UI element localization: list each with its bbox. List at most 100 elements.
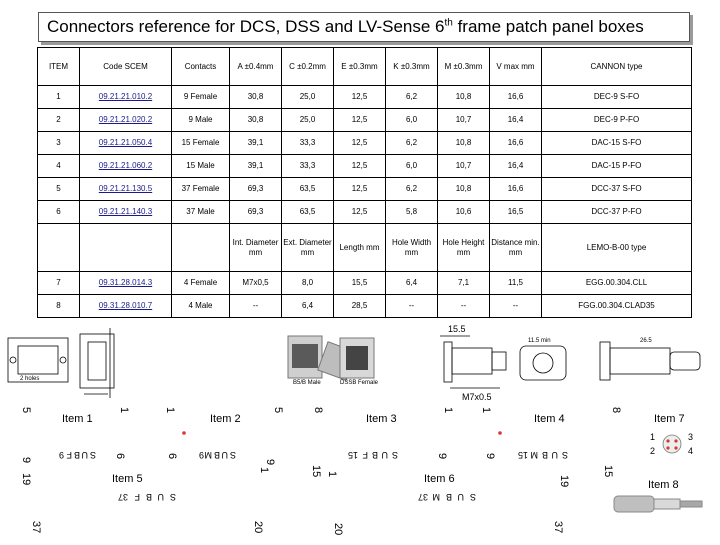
table-cell: 16,4 xyxy=(489,108,542,132)
svg-text:37: 37 xyxy=(118,492,128,502)
item-2-label: Item 2 xyxy=(210,413,241,425)
table-cell: 6,4 xyxy=(385,271,438,295)
table-cell: 6,0 xyxy=(385,154,438,178)
item-7-label: Item 7 xyxy=(654,413,685,425)
svg-text:15: 15 xyxy=(348,450,358,460)
item-3-pin-9: 9 xyxy=(436,453,448,459)
code-scem-cell: 09.21.21.130.5 xyxy=(79,177,172,201)
table-cell: 9 Male xyxy=(171,108,230,132)
table-cell: 39,1 xyxy=(229,154,282,178)
table-cell: 5 xyxy=(37,177,80,201)
item-4-pin-1: 1 xyxy=(480,407,492,413)
code-scem-cell: 09.21.21.010.2 xyxy=(79,85,172,109)
table-cell: DCC-37 P-FO xyxy=(541,200,692,224)
item-2-pin-1: 1 xyxy=(164,407,176,413)
lemo-technical-drawing xyxy=(440,335,701,389)
item-5-pin-37: 37 xyxy=(30,521,42,533)
code-scem-cell: 09.21.21.020.2 xyxy=(79,108,172,132)
item-4-pin-15: 15 xyxy=(602,465,614,477)
item-7-pin-3: 3 xyxy=(688,432,693,442)
item-4-diagram: Item 4 1 8 9 15 S U B M 15 xyxy=(480,407,622,477)
header-cell: Code SCEM xyxy=(79,47,172,86)
header-cell: Contacts xyxy=(171,47,230,86)
table-cell: 10,8 xyxy=(437,131,490,155)
photo-caption-female: DSSB Female xyxy=(340,380,379,386)
item-6-pin-37: 37 xyxy=(552,521,564,533)
table-cell: 25,0 xyxy=(281,85,334,109)
dsub-technical-drawing xyxy=(7,328,115,398)
header-cell: Int. Diameter mm xyxy=(229,223,282,272)
table-cell: 30,8 xyxy=(229,108,282,132)
item-6-pin-1: 1 xyxy=(326,471,338,477)
code-scem-cell: 09.31.28.014.3 xyxy=(79,271,172,295)
table-cell: 30,8 xyxy=(229,85,282,109)
connector-drawings: 2 holes B5/B Male DSSB Female 15.5 11.5 … xyxy=(0,318,720,540)
item-2-pin-6: 6 xyxy=(166,453,178,459)
svg-text:M: M xyxy=(433,492,441,502)
item-7-socket xyxy=(662,434,682,454)
table-cell: 63,5 xyxy=(281,200,334,224)
svg-text:B: B xyxy=(74,450,80,460)
table-cell: 8,0 xyxy=(281,271,334,295)
svg-text:S: S xyxy=(170,492,176,502)
item-2-pin-marker xyxy=(182,431,186,435)
item-6-pin-19: 19 xyxy=(558,475,570,487)
item-6-pin-20: 20 xyxy=(332,523,344,535)
item-4-label: Item 4 xyxy=(534,413,565,425)
item-5-diagram: Item 5 19 1 37 20 S U B F 37 xyxy=(20,467,270,533)
table-cell: 7 xyxy=(37,271,80,295)
item-7-pin-2: 2 xyxy=(650,446,655,456)
title-box: Connectors reference for DCS, DSS and LV… xyxy=(38,12,690,42)
svg-text:F: F xyxy=(134,492,140,502)
table-cell: 12,5 xyxy=(333,108,386,132)
dim-15-5: 15.5 xyxy=(448,324,466,334)
table-cell: 7,1 xyxy=(437,271,490,295)
table-cell: 10,6 xyxy=(437,200,490,224)
table-cell: 69,3 xyxy=(229,177,282,201)
table-cell: 8 xyxy=(37,294,80,318)
header-cell: ITEM xyxy=(37,47,80,86)
table-cell: 10,8 xyxy=(437,177,490,201)
header-cell: Hole Height mm xyxy=(437,223,490,272)
header-cell: K ±0.3mm xyxy=(385,47,438,86)
svg-text:U: U xyxy=(552,450,559,460)
header-cell: Distance min. mm xyxy=(489,223,542,272)
header-cell: Length mm xyxy=(333,223,386,272)
svg-text:B: B xyxy=(146,492,152,502)
dim-11-5-min: 11.5 min xyxy=(528,338,551,344)
item-1-pin-9: 9 xyxy=(20,457,32,463)
table-cell: 37 Male xyxy=(171,200,230,224)
item-5-pin-19: 19 xyxy=(20,473,32,485)
table-cell: M7x0,5 xyxy=(229,271,282,295)
page-title: Connectors reference for DCS, DSS and LV… xyxy=(47,17,644,36)
table-cell: 33,3 xyxy=(281,131,334,155)
header-cell xyxy=(171,223,230,272)
table-cell: 16,4 xyxy=(489,154,542,178)
svg-text:37: 37 xyxy=(418,492,428,502)
item-1-pin-1: 1 xyxy=(118,407,130,413)
table-cell: 6,0 xyxy=(385,108,438,132)
table-cell: DEC-9 P-FO xyxy=(541,108,692,132)
table-cell: 9 Female xyxy=(171,85,230,109)
svg-text:U: U xyxy=(382,450,389,460)
item-3-pin-15: 15 xyxy=(310,465,322,477)
table-cell: -- xyxy=(437,294,490,318)
table-cell: 69,3 xyxy=(229,200,282,224)
table-cell: 37 Female xyxy=(171,177,230,201)
header-cell: A ±0.4mm xyxy=(229,47,282,86)
table-cell: 6,2 xyxy=(385,131,438,155)
table-cell: -- xyxy=(229,294,282,318)
item-1-pin-5: 5 xyxy=(20,407,32,413)
svg-text:U: U xyxy=(222,450,229,460)
dim-26-5: 26.5 xyxy=(640,338,652,344)
item-4-pin-8: 8 xyxy=(610,407,622,413)
table-cell: 16,6 xyxy=(489,177,542,201)
table-cell: 63,5 xyxy=(281,177,334,201)
